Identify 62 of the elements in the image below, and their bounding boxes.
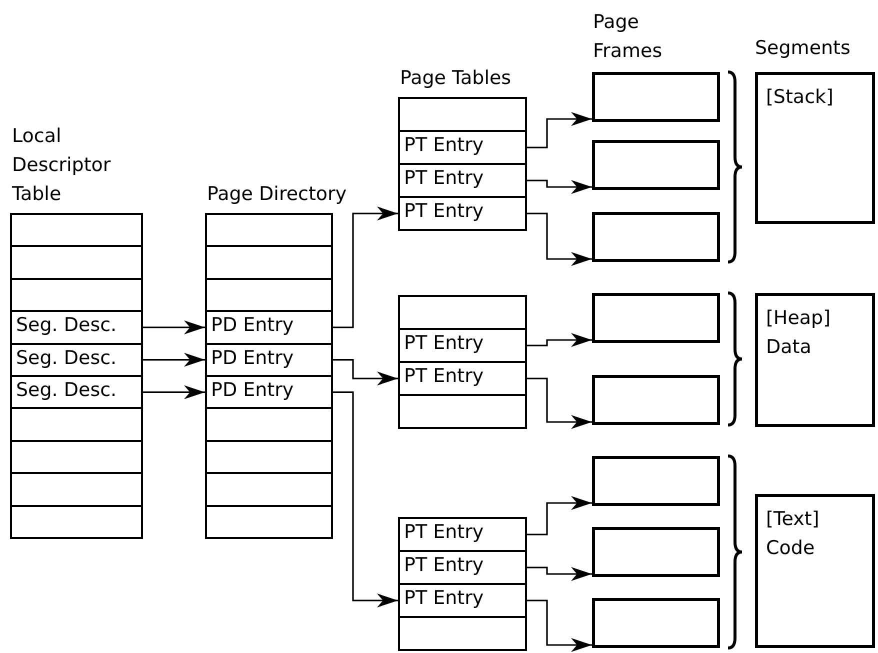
page-frame: [592, 598, 720, 648]
arrow: [527, 212, 592, 266]
table-entry: Seg. Desc.: [10, 375, 143, 410]
arrow: [143, 385, 205, 400]
empty-table-row: [10, 472, 143, 507]
empty-table-row: [205, 440, 333, 474]
table-entry: PT Entry: [398, 517, 527, 552]
page-frame: [592, 293, 720, 343]
page-frame: [592, 527, 720, 577]
empty-table-row: [10, 278, 143, 312]
empty-table-row: [205, 472, 333, 507]
table-entry: PT Entry: [398, 361, 527, 396]
empty-table-row: [205, 278, 333, 312]
table-heading: Page Tables: [400, 66, 512, 91]
arrow: [333, 206, 398, 328]
empty-table-row: [10, 245, 143, 280]
empty-table-row: [10, 440, 143, 474]
empty-table-row: [205, 213, 333, 248]
arrow: [527, 496, 592, 536]
empty-table-row: [10, 407, 143, 442]
arrow: [143, 320, 205, 334]
empty-table-row: [398, 394, 527, 429]
empty-table-row: [10, 213, 143, 248]
table-entry: PD Entry: [205, 375, 333, 410]
empty-table-row: [398, 97, 527, 132]
arrow: [527, 180, 592, 194]
arrow: [527, 333, 592, 347]
table-entry: PT Entry: [398, 328, 527, 363]
table-entry: PT Entry: [398, 196, 527, 231]
page-frame: [592, 212, 720, 262]
page-frame: [592, 140, 720, 190]
table-entry: PT Entry: [398, 130, 527, 165]
empty-table-row: [205, 245, 333, 280]
empty-table-row: [398, 295, 527, 330]
empty-table-row: [10, 504, 143, 539]
table-heading: Page Directory: [207, 182, 348, 207]
empty-table-row: [205, 407, 333, 442]
arrow: [527, 600, 592, 652]
empty-table-row: [205, 504, 333, 539]
page-frame: [592, 456, 720, 506]
arrow: [527, 566, 592, 581]
table-entry: PT Entry: [398, 583, 527, 618]
table-entry: PD Entry: [205, 342, 333, 377]
arrow: [333, 391, 398, 608]
segment-box: [Heap] Data: [755, 293, 875, 427]
column-heading: Page Frames: [593, 10, 664, 64]
column-heading: Segments: [755, 36, 852, 61]
page-frame: [592, 375, 720, 425]
table-entry: Seg. Desc.: [10, 310, 143, 345]
arrow: [143, 352, 205, 367]
arrow: [527, 112, 592, 148]
empty-table-row: [398, 616, 527, 651]
table-entry: PT Entry: [398, 163, 527, 198]
segment-box: [Text] Code: [755, 494, 875, 648]
table-entry: Seg. Desc.: [10, 342, 143, 377]
table-heading: Local Descriptor Table: [12, 124, 112, 207]
table-entry: PD Entry: [205, 310, 333, 345]
arrow: [527, 378, 592, 429]
segment-box: [Stack]: [755, 72, 875, 224]
table-entry: PT Entry: [398, 550, 527, 585]
arrow: [333, 359, 398, 386]
page-frame: [592, 72, 720, 122]
